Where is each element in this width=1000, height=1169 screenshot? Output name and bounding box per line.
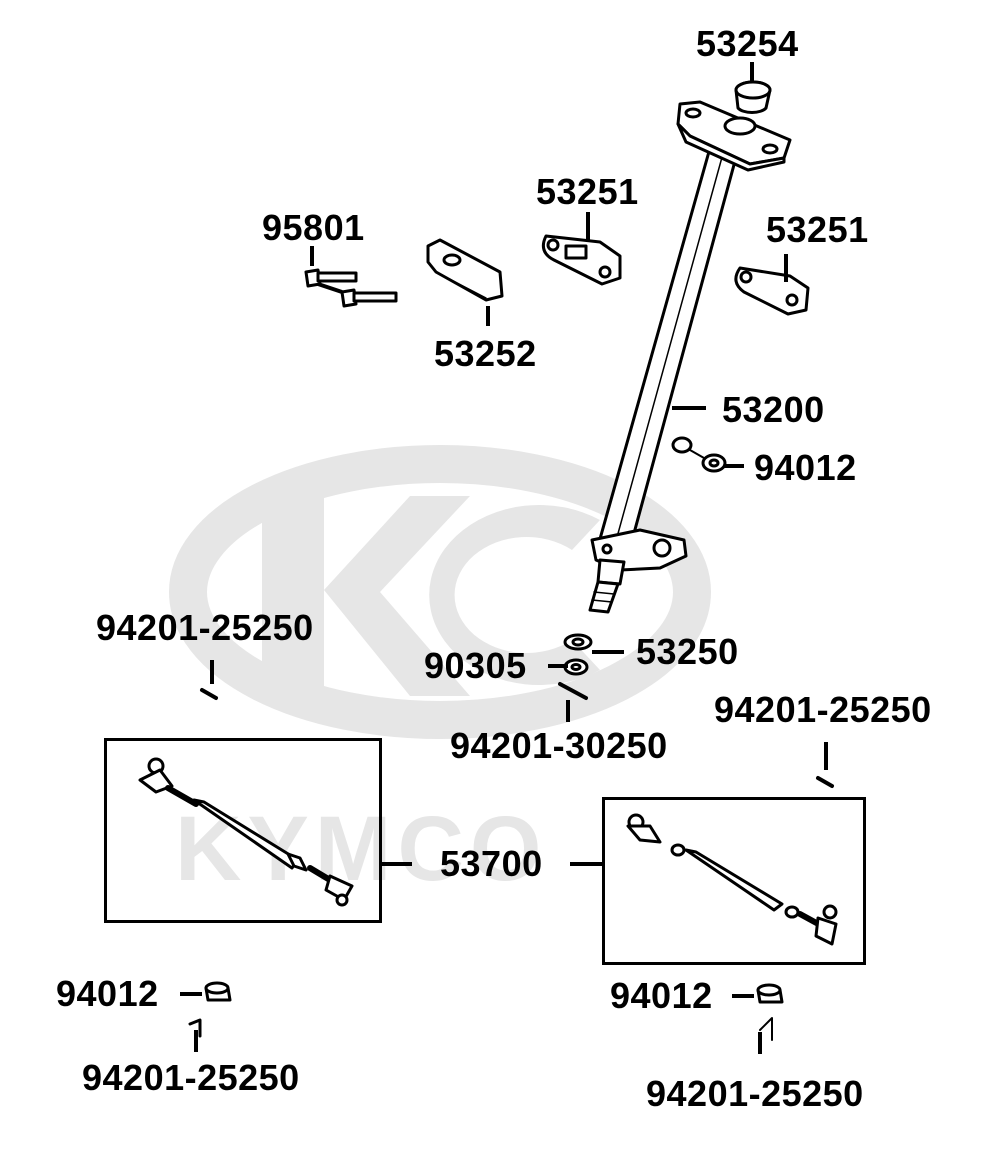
pin-94201-25250-right [816, 776, 834, 788]
part-label-94012-bottom-right: 94012 [610, 975, 713, 1016]
part-label-53251-a: 53251 [536, 171, 639, 212]
tie-rod-left-frame [104, 738, 382, 923]
nut-53250 [563, 633, 593, 651]
part-label-53250: 53250 [636, 631, 739, 672]
washer-90305 [563, 658, 589, 676]
part-label-94012-bottom-left: 94012 [56, 973, 159, 1014]
kymco-watermark-text: KYMCO [175, 798, 547, 900]
part-label-94201-25250-bottom-left: 94201-25250 [82, 1057, 300, 1098]
holder-53251-a [541, 234, 622, 286]
part-label-94201-25250-right: 94201-25250 [714, 689, 932, 730]
part-label-53700: 53700 [440, 843, 543, 884]
part-label-90305: 90305 [424, 645, 527, 686]
part-label-53251-b: 53251 [766, 209, 869, 250]
tie-rod-right [626, 813, 838, 946]
cap-53254 [734, 80, 772, 114]
nut-94012-bottom-left [204, 981, 232, 1002]
tie-rod-left [138, 757, 354, 907]
part-label-94012-top: 94012 [754, 447, 857, 488]
nut-94012-top [671, 436, 727, 473]
pin-94201-25250-bottom-left [188, 1018, 202, 1038]
plate-53252 [426, 238, 504, 302]
leader-lines [180, 62, 828, 1054]
part-label-95801: 95801 [262, 207, 365, 248]
holder-53251-b [734, 266, 810, 316]
bolts-95801 [304, 268, 398, 308]
pin-94201-25250-bottom-right [759, 1017, 773, 1041]
tie-rod-right-frame [602, 797, 866, 965]
pin-94201-30250 [558, 682, 588, 700]
part-label-53252: 53252 [434, 333, 537, 374]
nut-94012-bottom-right [756, 983, 784, 1004]
part-label-53254: 53254 [696, 23, 799, 64]
pin-94201-25250-left [200, 688, 218, 700]
part-label-94201-30250: 94201-30250 [450, 725, 668, 766]
steering-shaft [588, 100, 792, 614]
part-label-94201-25250-left: 94201-25250 [96, 607, 314, 648]
part-label-94201-25250-bottom-right: 94201-25250 [646, 1073, 864, 1114]
part-label-53200: 53200 [722, 389, 825, 430]
